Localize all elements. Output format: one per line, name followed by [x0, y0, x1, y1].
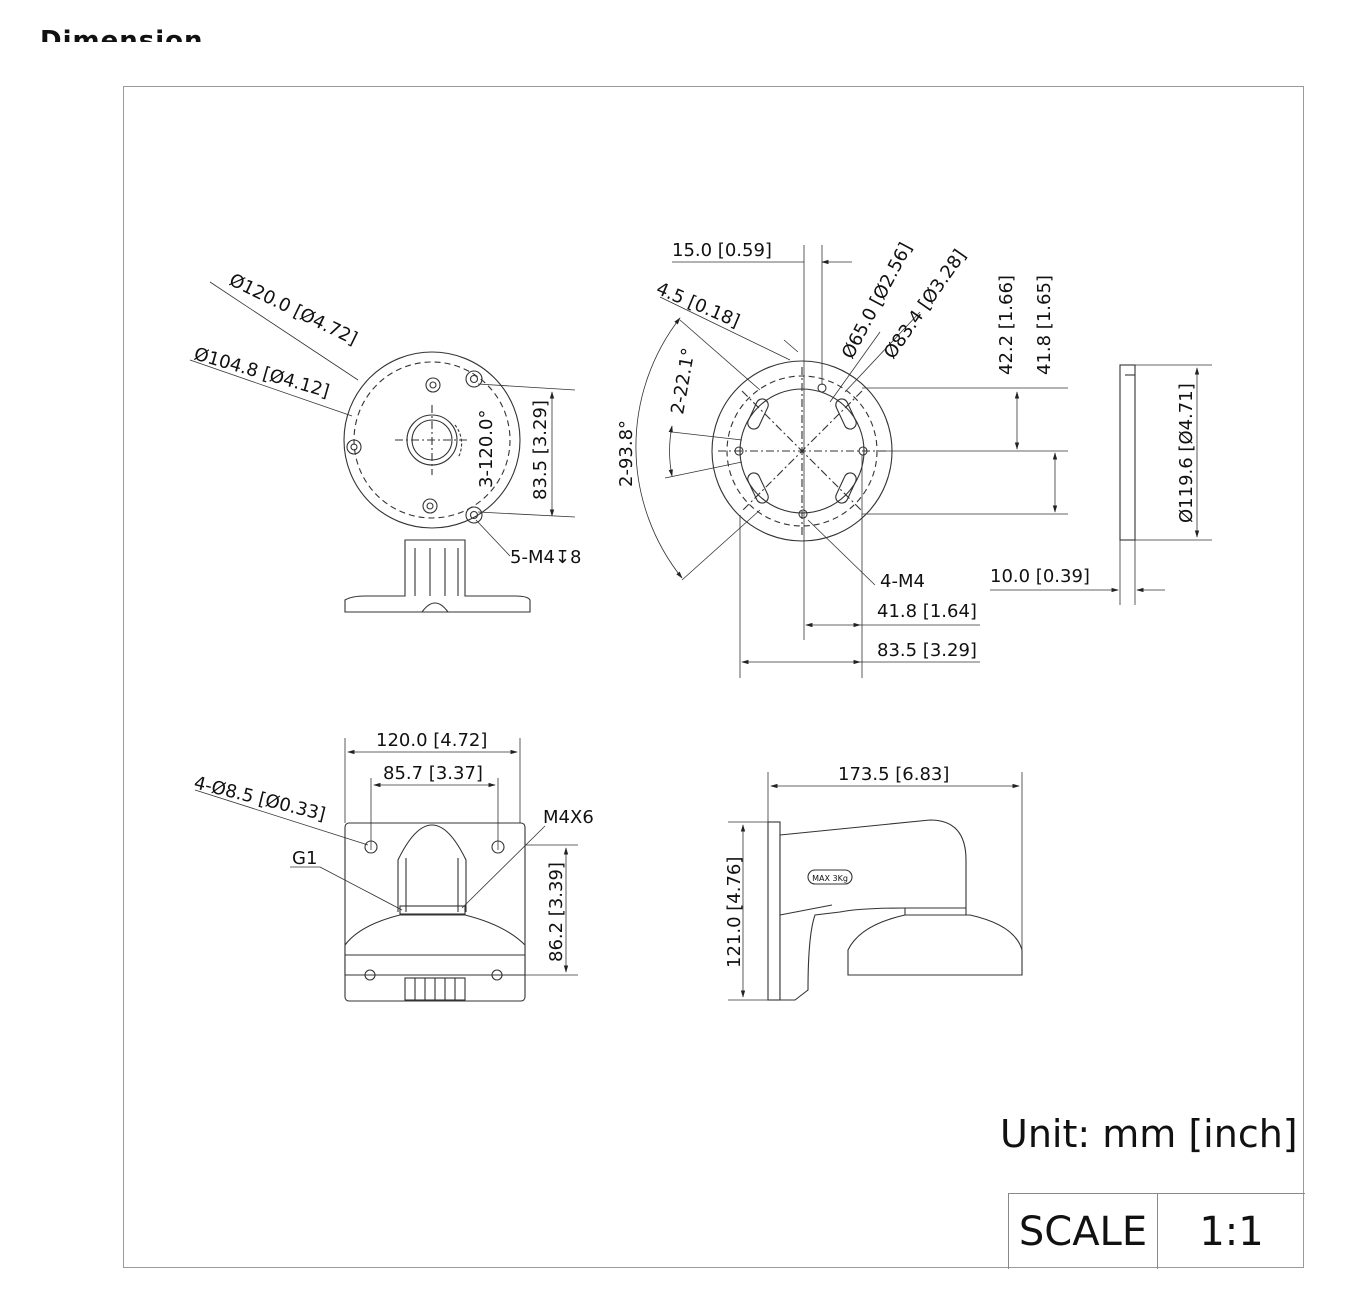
dim-41-8-vertical: 41.8 [1.65]: [1034, 275, 1055, 375]
side-plate-view: [1119, 364, 1136, 541]
side-plate-labels: 10.0 [0.39] Ø119.6 [Ø4.71]: [990, 383, 1197, 587]
dim-83-5-vertical: 83.5 [3.29]: [530, 400, 551, 500]
dim-42-2: 42.2 [1.66]: [996, 275, 1017, 375]
thread-g1: G1: [292, 848, 317, 869]
angle-2-93-8: 2-93.8°: [616, 420, 637, 487]
thread-5-m4: 5-M4↧8: [510, 547, 581, 568]
dim-120-0-width: 120.0 [4.72]: [376, 730, 487, 751]
dim-86-2: 86.2 [3.39]: [546, 862, 567, 962]
back-plate-dimensions: [635, 245, 1068, 678]
angle-2-22-1: 2-22.1°: [667, 346, 699, 416]
mount-side-labels: 173.5 [6.83] 121.0 [4.76]: [724, 764, 949, 968]
scale-value: 1:1: [1199, 1208, 1264, 1255]
dim-173-5: 173.5 [6.83]: [838, 764, 949, 785]
side-plate-dimensions: [990, 364, 1212, 605]
front-view: [343, 351, 531, 613]
dim-4-5: 4.5 [0.18]: [653, 278, 743, 332]
drawing-frame: [123, 86, 1304, 1268]
dim-d8-5: 4-Ø8.5 [Ø0.33]: [192, 772, 328, 825]
unit-label: Unit: mm [inch]: [1000, 1112, 1298, 1156]
front-view-dimensions: [189, 281, 576, 557]
mount-side-dimensions: [728, 772, 1023, 1001]
dim-15-0: 15.0 [0.59]: [672, 240, 772, 261]
screw-m4x6: M4X6: [543, 807, 594, 828]
page-heading: Dimension: [40, 26, 204, 42]
dim-d120-0: Ø120.0 [Ø4.72]: [226, 270, 361, 350]
dim-d119-6: Ø119.6 [Ø4.71]: [1176, 383, 1197, 523]
thread-4-m4: 4-M4: [880, 571, 925, 592]
dim-41-8-horizontal: 41.8 [1.64]: [877, 601, 977, 622]
scale-box: SCALE 1:1: [1008, 1193, 1305, 1269]
mount-front-view: [344, 822, 526, 1002]
dim-d104-8: Ø104.8 [Ø4.12]: [192, 344, 332, 403]
dim-83-5-horizontal: 83.5 [3.29]: [877, 640, 977, 661]
max-load-label: MAX 3Kg: [812, 874, 848, 883]
mount-front-dimensions: [194, 738, 578, 976]
dim-121-0: 121.0 [4.76]: [724, 857, 745, 968]
back-plate-view: [711, 360, 893, 542]
mount-side-view: [767, 819, 1023, 1001]
scale-label: SCALE: [1009, 1194, 1158, 1269]
dim-10-0: 10.0 [0.39]: [990, 566, 1090, 587]
dim-85-7: 85.7 [3.37]: [383, 763, 483, 784]
angle-3-120: 3-120.0°: [476, 410, 497, 488]
